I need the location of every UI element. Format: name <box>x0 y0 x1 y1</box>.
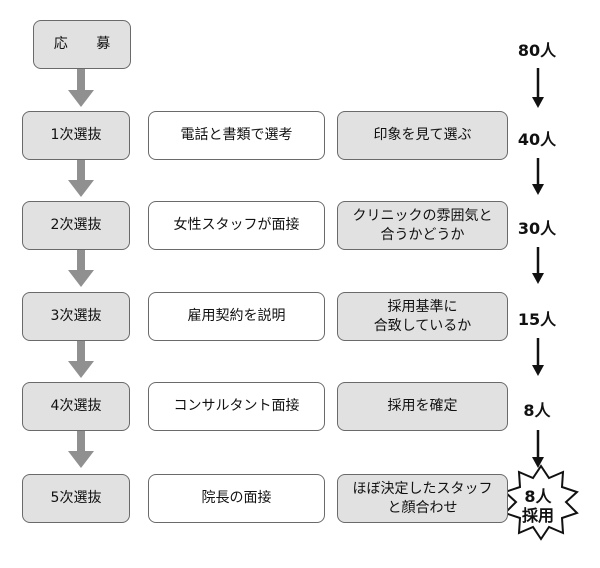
stage-5-criterion-box: ほぼ決定したスタッフ と顔合わせ <box>337 474 508 523</box>
down-arrow-grey-3 <box>68 249 94 287</box>
stage-5-criterion: ほぼ決定したスタッフ と顔合わせ <box>352 480 493 516</box>
stage-4-box: 4次選抜 <box>22 382 130 431</box>
apply-label: 応 募 <box>53 36 123 53</box>
stage-2-criterion: クリニックの雰囲気と 合うかどうか <box>352 207 493 243</box>
stage-5-method-box: 院長の面接 <box>148 474 325 523</box>
down-arrow-grey-4 <box>68 340 94 378</box>
count-stage-4: 8人 <box>523 401 551 420</box>
stage-3-label: 3次選抜 <box>50 308 102 325</box>
stage-3-method: 雇用契約を説明 <box>187 308 286 325</box>
stage-4-method-box: コンサルタント面接 <box>148 382 325 431</box>
final-hire-label: 8人 採用 <box>508 487 568 525</box>
stage-2-method: 女性スタッフが面接 <box>173 217 300 234</box>
apply-box: 応 募 <box>33 20 131 69</box>
down-arrow-black-4 <box>532 338 544 376</box>
stage-4-criterion: 採用を確定 <box>387 398 458 415</box>
down-arrow-grey-2 <box>68 159 94 197</box>
stage-3-box: 3次選抜 <box>22 292 130 341</box>
final-hired: 採用 <box>521 506 554 525</box>
count-apply: 80人 <box>517 41 557 60</box>
stage-5-method: 院長の面接 <box>201 490 272 507</box>
stage-2-method-box: 女性スタッフが面接 <box>148 201 325 250</box>
down-arrow-black-3 <box>532 247 544 284</box>
down-arrow-grey-5 <box>68 430 94 468</box>
stage-1-method: 電話と書類で選考 <box>180 127 293 144</box>
stage-1-label: 1次選抜 <box>50 127 102 144</box>
count-stage-2: 30人 <box>517 219 557 238</box>
stage-4-criterion-box: 採用を確定 <box>337 382 508 431</box>
count-stage-1: 40人 <box>517 130 557 149</box>
down-arrow-grey-1 <box>68 69 94 107</box>
down-arrow-black-1 <box>532 68 544 108</box>
stage-1-box: 1次選抜 <box>22 111 130 160</box>
stage-5-label: 5次選抜 <box>50 490 102 507</box>
stage-2-label: 2次選抜 <box>50 217 102 234</box>
stage-3-method-box: 雇用契約を説明 <box>148 292 325 341</box>
stage-2-box: 2次選抜 <box>22 201 130 250</box>
stage-3-criterion-box: 採用基準に 合致しているか <box>337 292 508 341</box>
stage-3-criterion: 採用基準に 合致しているか <box>373 298 472 334</box>
down-arrow-black-5 <box>532 430 544 468</box>
stage-1-criterion: 印象を見て選ぶ <box>373 127 472 144</box>
starburst-shape <box>503 464 579 541</box>
count-stage-3: 15人 <box>517 310 557 329</box>
stage-5-box: 5次選抜 <box>22 474 130 523</box>
stage-2-criterion-box: クリニックの雰囲気と 合うかどうか <box>337 201 508 250</box>
stage-1-method-box: 電話と書類で選考 <box>148 111 325 160</box>
down-arrow-black-2 <box>532 158 544 195</box>
stage-1-criterion-box: 印象を見て選ぶ <box>337 111 508 160</box>
stage-4-method: コンサルタント面接 <box>173 398 300 415</box>
final-count: 8人 <box>524 487 552 506</box>
stage-4-label: 4次選抜 <box>50 398 102 415</box>
